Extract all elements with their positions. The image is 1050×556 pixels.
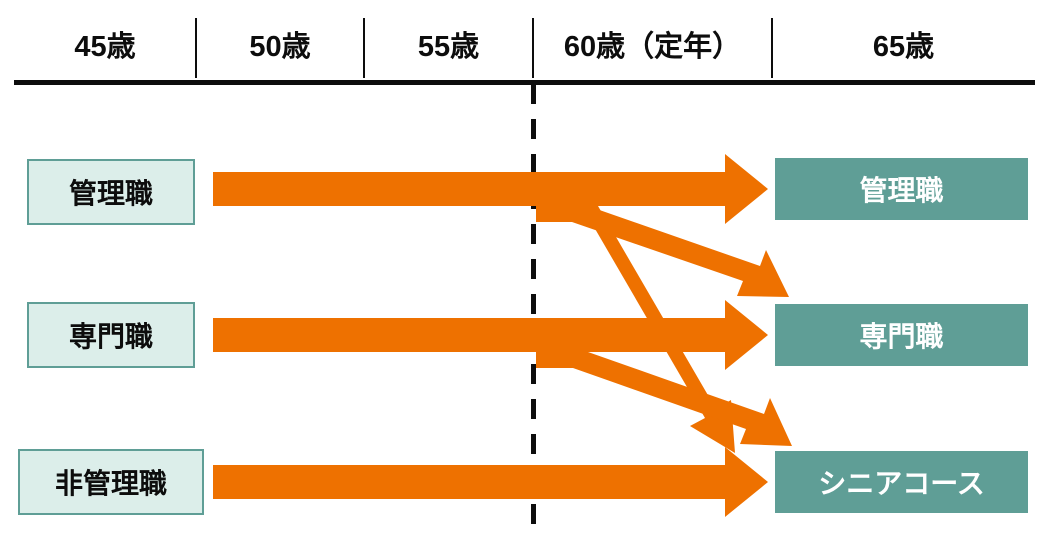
timeline-age-45: 45歳 <box>14 14 196 74</box>
timeline-age-60: 60歳（定年） <box>533 14 772 74</box>
source-box-non-manager-label: 非管理職 <box>54 468 167 499</box>
timeline-separator-3 <box>532 18 534 78</box>
source-box-manager[interactable]: 管理職 <box>27 159 195 225</box>
timeline-age-50: 50歳 <box>196 14 364 74</box>
arrow-manager-to-senior <box>536 206 735 453</box>
source-box-specialist[interactable]: 専門職 <box>27 302 195 368</box>
destination-box-manager-label: 管理職 <box>859 175 944 206</box>
source-box-manager-label: 管理職 <box>68 178 153 209</box>
timeline-separator-2 <box>363 18 365 78</box>
arrow-specialist-to-specialist <box>213 300 768 370</box>
arrow-manager-to-specialist <box>536 206 789 297</box>
source-box-non-manager[interactable]: 非管理職 <box>18 449 204 515</box>
destination-box-senior-course[interactable]: シニアコース <box>775 451 1028 513</box>
timeline-baseline-rule <box>14 80 1035 85</box>
timeline-age-55-label: 55歳 <box>417 31 480 63</box>
arrow-non-manager-to-senior <box>213 447 768 517</box>
timeline-age-50-label: 50歳 <box>249 31 311 63</box>
source-box-specialist-label: 専門職 <box>68 321 153 352</box>
timeline-separator-4 <box>771 18 773 78</box>
destination-box-specialist-label: 専門職 <box>859 321 944 352</box>
destination-box-senior-course-label: シニアコース <box>818 468 985 499</box>
timeline-age-45-label: 45歳 <box>74 31 136 63</box>
timeline-age-65-label: 65歳 <box>872 31 935 63</box>
arrow-specialist-to-senior <box>536 352 792 446</box>
timeline-age-60-label: 60歳（定年） <box>563 31 742 63</box>
timeline-separator-1 <box>195 18 197 78</box>
arrow-manager-to-manager <box>213 154 768 224</box>
retirement-dashed-line <box>531 84 536 530</box>
timeline-age-55: 55歳 <box>364 14 533 74</box>
destination-box-specialist[interactable]: 専門職 <box>775 304 1028 366</box>
destination-box-manager[interactable]: 管理職 <box>775 158 1028 220</box>
timeline-header: 45歳 50歳 55歳 60歳（定年） 65歳 <box>0 0 1050 86</box>
timeline-age-65: 65歳 <box>772 14 1035 74</box>
